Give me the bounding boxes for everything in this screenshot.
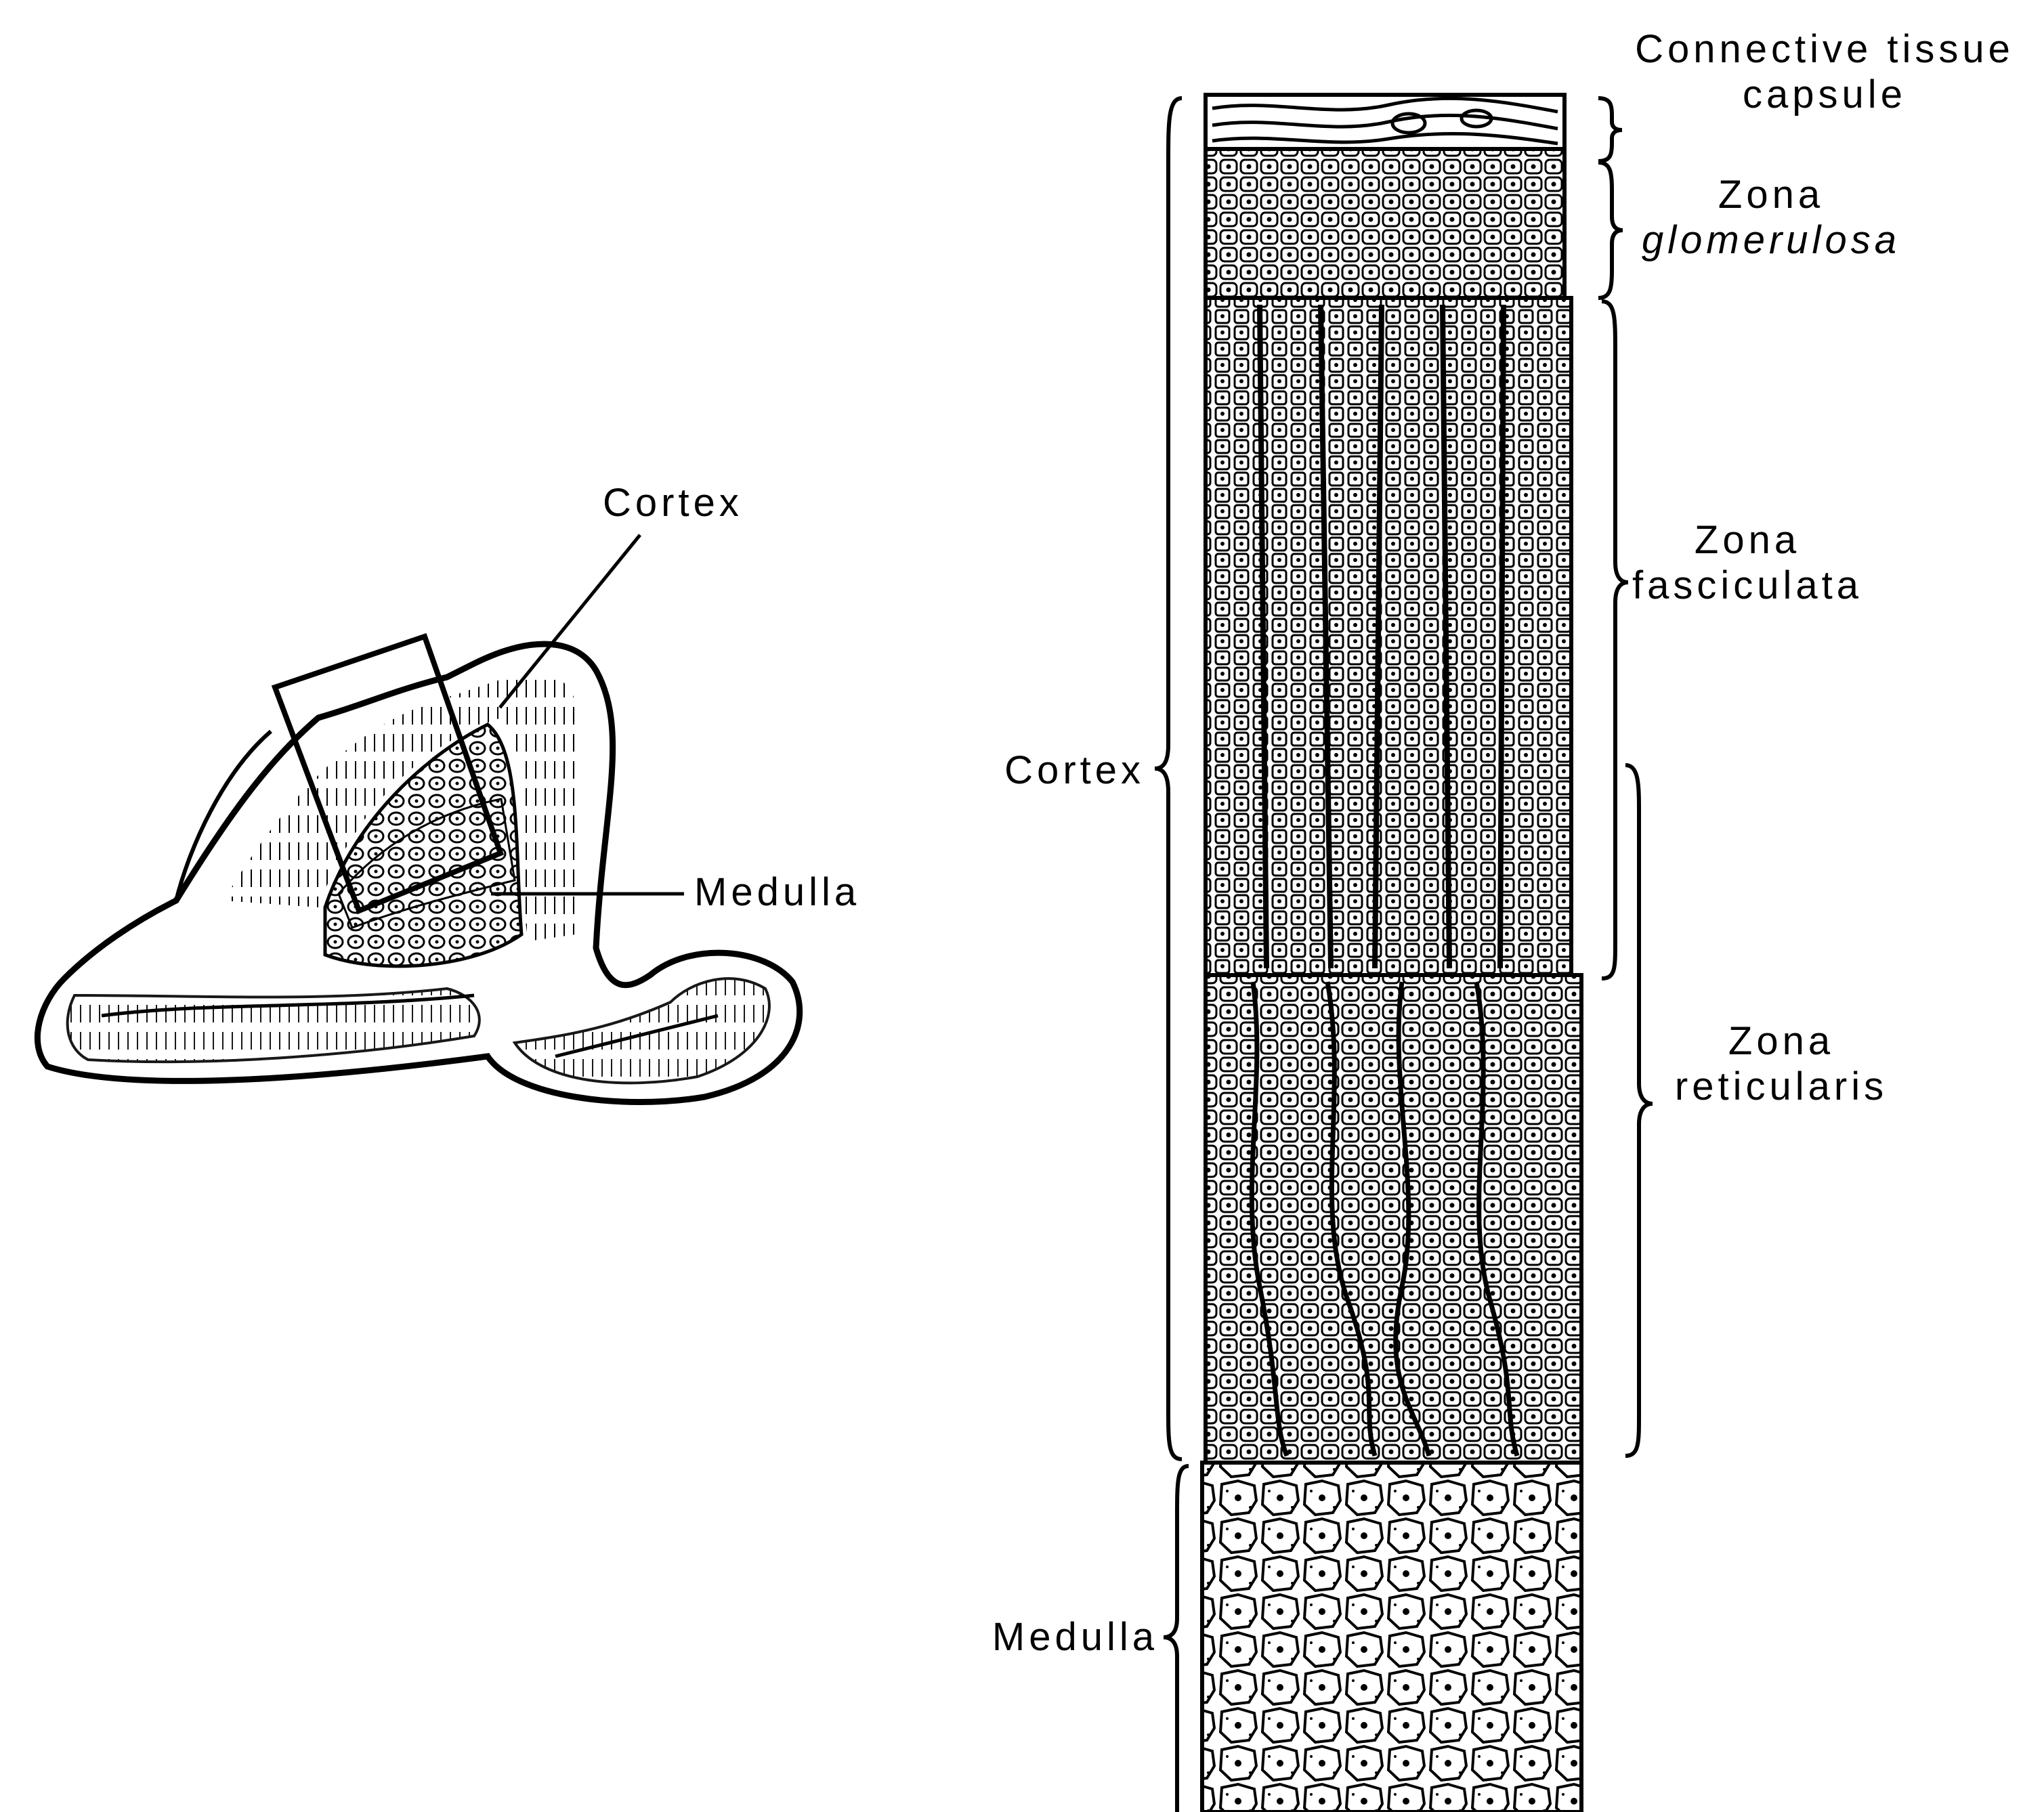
glomerulosa-brace [1598, 163, 1623, 298]
zona-glomerulosa-region [1206, 149, 1564, 298]
zona-reticularis-region [1206, 975, 1581, 1463]
cortex-brace [1155, 98, 1182, 1459]
section-medulla-label: Medulla [935, 1615, 1158, 1660]
capsule-label-line-2: capsule [1605, 72, 2044, 118]
capsule-label-line-1: Connective tissue [1605, 27, 2044, 72]
fasciculata-label-line-2: fasciculata [1632, 563, 1862, 609]
capsule-label: Connective tissue capsule [1605, 27, 2044, 117]
adrenal-gland-drawing [37, 535, 799, 1102]
gland-medulla-label: Medulla [694, 870, 860, 915]
gland-cortex-label: Cortex [603, 481, 743, 526]
reticularis-label-line-2: reticularis [1666, 1064, 1896, 1110]
medulla-brace [1164, 1466, 1189, 1812]
glomerulosa-label-line-2: glomerulosa [1625, 218, 1917, 263]
reticularis-label-line-1: Zona [1666, 1019, 1896, 1064]
medulla-region [1202, 1463, 1581, 1812]
reticularis-label: Zona reticularis [1666, 1019, 1896, 1109]
section-cortex-label: Cortex [935, 748, 1145, 794]
tissue-section-column [1155, 95, 1653, 1812]
fasciculata-label-line-1: Zona [1632, 518, 1862, 563]
fasciculata-label: Zona fasciculata [1632, 518, 1862, 608]
fasciculata-brace [1602, 301, 1628, 978]
glomerulosa-label: Zona glomerulosa [1625, 173, 1917, 263]
reticularis-brace [1625, 765, 1653, 1456]
glomerulosa-label-line-1: Zona [1625, 173, 1917, 218]
